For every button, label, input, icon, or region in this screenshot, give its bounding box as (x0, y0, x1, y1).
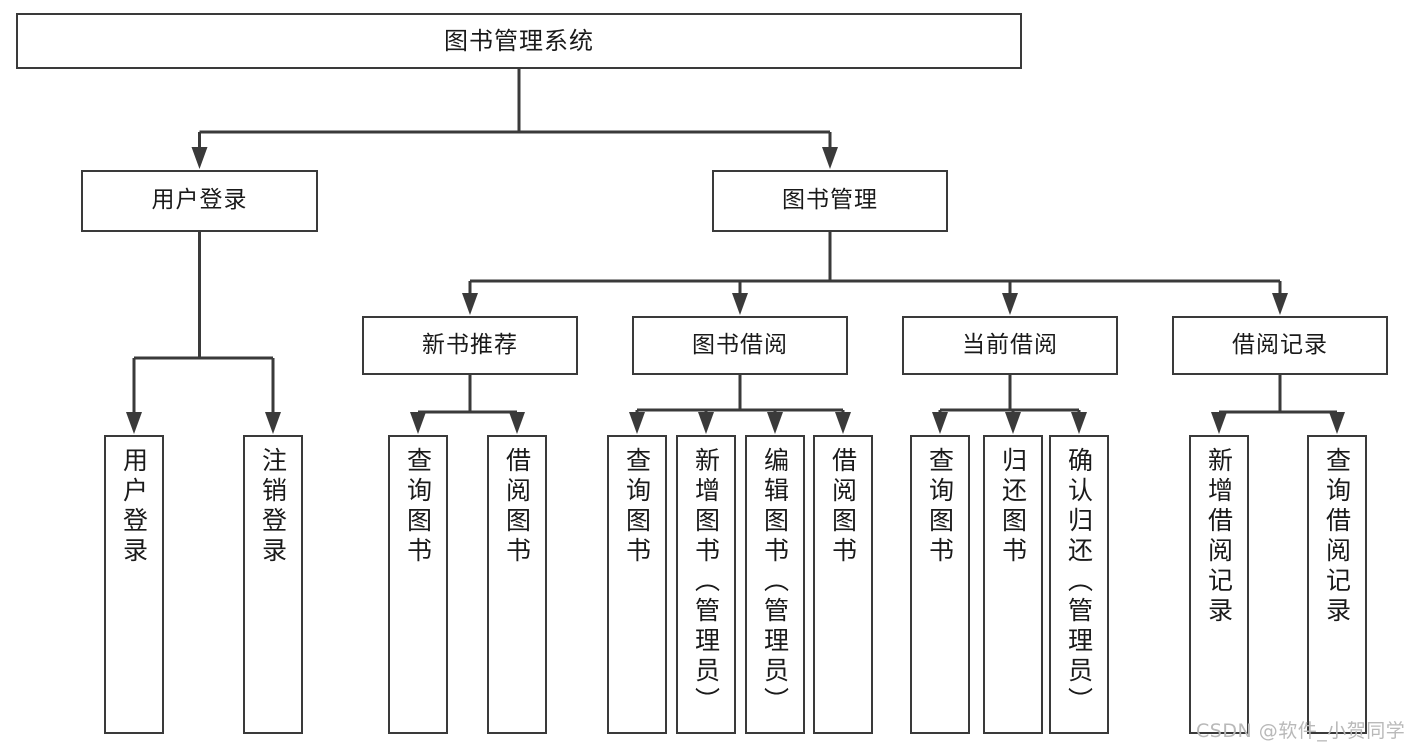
node-leaf-brw-edit[interactable]: 编辑图书（管理员） (745, 435, 805, 734)
node-leaf-brw-borrow[interactable]: 借阅图书 (813, 435, 873, 734)
node-label: 新增图书（管理员） (691, 447, 721, 717)
node-label: 确认归还（管理员） (1064, 447, 1094, 717)
node-label: 编辑图书（管理员） (760, 447, 790, 717)
node-root[interactable]: 图书管理系统 (16, 13, 1022, 69)
node-label: 查询图书 (925, 447, 955, 567)
node-label: 借阅图书 (502, 447, 532, 567)
node-leaf-rec-add[interactable]: 新增借阅记录 (1189, 435, 1249, 734)
node-leaf-rec-borrow[interactable]: 借阅图书 (487, 435, 547, 734)
node-book-borrow[interactable]: 图书借阅 (632, 316, 848, 375)
node-book-manage[interactable]: 图书管理 (712, 170, 948, 232)
node-label: 图书借阅 (692, 331, 788, 358)
node-label: 新增借阅记录 (1204, 447, 1234, 627)
node-new-book-rec[interactable]: 新书推荐 (362, 316, 578, 375)
node-borrow-record[interactable]: 借阅记录 (1172, 316, 1388, 375)
node-label: 用户登录 (119, 447, 149, 567)
node-leaf-rec-search[interactable]: 查询借阅记录 (1307, 435, 1367, 734)
node-label: 查询借阅记录 (1322, 447, 1352, 627)
node-label: 借阅记录 (1232, 331, 1328, 358)
node-user-login[interactable]: 用户登录 (81, 170, 318, 232)
node-label: 图书管理系统 (444, 26, 594, 55)
node-label: 查询图书 (622, 447, 652, 567)
node-label: 图书管理 (782, 187, 878, 214)
node-label: 归还图书 (998, 447, 1028, 567)
node-leaf-rec-query[interactable]: 查询图书 (388, 435, 448, 734)
node-leaf-user-logout[interactable]: 注销登录 (243, 435, 303, 734)
node-leaf-cur-confirm[interactable]: 确认归还（管理员） (1049, 435, 1109, 734)
node-leaf-cur-query[interactable]: 查询图书 (910, 435, 970, 734)
node-label: 查询图书 (403, 447, 433, 567)
node-label: 注销登录 (258, 447, 288, 567)
node-label: 借阅图书 (828, 447, 858, 567)
node-label: 新书推荐 (422, 331, 518, 358)
node-leaf-brw-add[interactable]: 新增图书（管理员） (676, 435, 736, 734)
node-label: 用户登录 (151, 187, 248, 214)
node-current-borrow[interactable]: 当前借阅 (902, 316, 1118, 375)
node-leaf-cur-return[interactable]: 归还图书 (983, 435, 1043, 734)
node-label: 当前借阅 (962, 331, 1058, 358)
node-leaf-user-login[interactable]: 用户登录 (104, 435, 164, 734)
csdn-watermark: CSDN @软件_小贺同学 (1196, 720, 1405, 742)
node-leaf-brw-query[interactable]: 查询图书 (607, 435, 667, 734)
